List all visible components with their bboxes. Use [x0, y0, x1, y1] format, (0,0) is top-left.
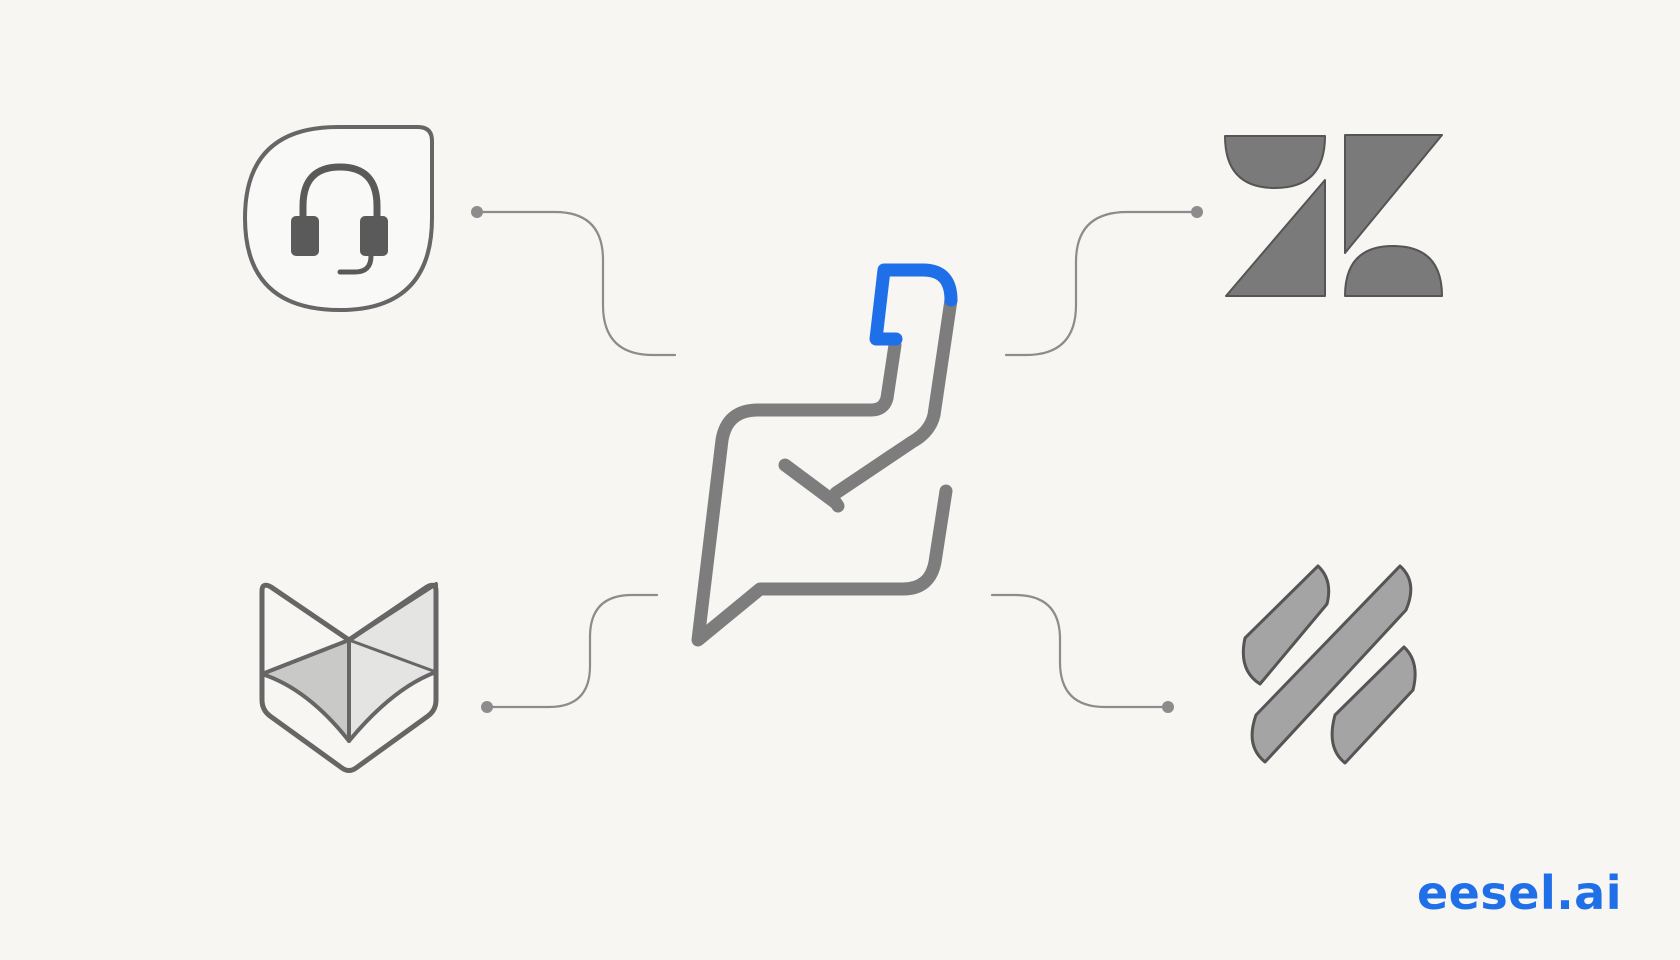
- connectors: [471, 206, 1203, 713]
- connector-bottom-left: [481, 593, 659, 713]
- connector-top-left: [471, 206, 677, 357]
- helpscout-style-shield-icon: [259, 582, 439, 773]
- headset-support-icon: [242, 125, 434, 313]
- connector-bottom-right: [990, 593, 1174, 713]
- slash-stripes-logo-icon: [1241, 564, 1417, 765]
- zendesk-style-logo-icon: [1224, 134, 1443, 297]
- brand-wordmark: eesel.ai: [1416, 866, 1622, 920]
- connector-top-right: [1004, 206, 1203, 357]
- chat-bubble-check-icon: [691, 263, 958, 647]
